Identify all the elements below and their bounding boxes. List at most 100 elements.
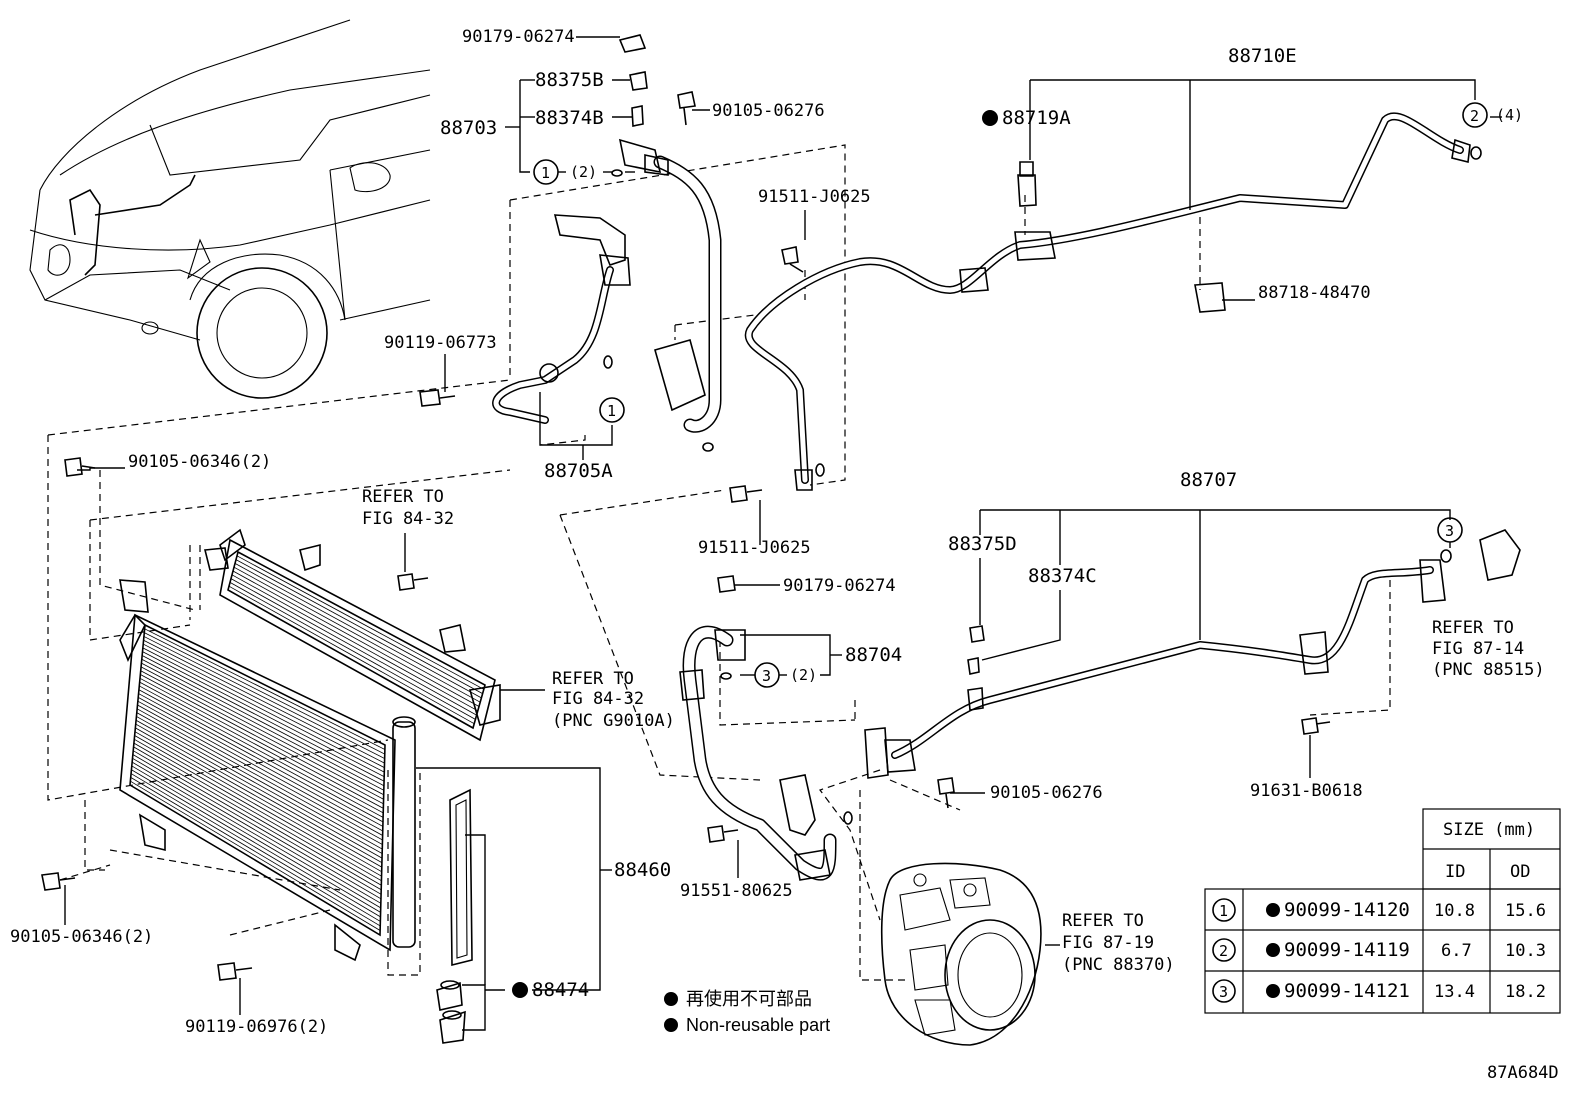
label-91551-80625: 91551-80625 (680, 881, 793, 901)
vehicle-outline-illustration (29, 19, 431, 399)
non-reusable-bullet-icon (1266, 903, 1280, 917)
o-ring-icon (603, 355, 613, 369)
hose-88703 (618, 138, 722, 433)
callout-number-3b: 3 (1445, 522, 1454, 540)
leader-lines (64, 36, 1502, 1031)
refer-pnc-label-3: (PNC 88515) (1432, 660, 1545, 680)
bolt-icon (781, 246, 804, 273)
o-ring-icon (1440, 549, 1452, 563)
label-90105-06276-mid: 90105-06276 (990, 783, 1103, 803)
bolt-icon (967, 657, 980, 675)
fasteners (41, 34, 1482, 981)
tube-88707-liquid (864, 529, 1521, 779)
refer-to-label-3: REFER TO (1432, 618, 1514, 638)
diagram-id: 87A684D (1487, 1063, 1559, 1083)
label-90105-06346-bottom: 90105-06346(2) (10, 927, 153, 947)
callout-number-1a: 1 (541, 164, 550, 182)
label-88374B: 88374B (535, 107, 604, 129)
bolt-icon (729, 485, 763, 503)
refer-to-label-1: REFER TO (362, 487, 444, 507)
table-row-ref: 3 (1219, 983, 1228, 1001)
table-row-id: 6.7 (1441, 941, 1472, 961)
o-ring-icon (720, 672, 732, 680)
label-91511-J0625-top: 91511-J0625 (758, 187, 871, 207)
callout-number-2: 2 (1470, 107, 1479, 125)
side-seal-88474 (436, 788, 473, 1044)
label-88718-48470: 88718-48470 (1258, 283, 1371, 303)
callout-ring-2 (1462, 102, 1488, 128)
table-row-part: 90099-14121 (1284, 980, 1410, 1002)
label-91511-J0625-bottom: 91511-J0625 (698, 538, 811, 558)
label-88703: 88703 (440, 117, 497, 139)
table-row-id: 13.4 (1434, 982, 1475, 1002)
bolt-icon (629, 71, 648, 91)
o-ring-icon (611, 169, 623, 177)
legend-japanese: 再使用不可部品 (686, 989, 812, 1009)
label-90179-06274-mid: 90179-06274 (783, 576, 896, 596)
table-row-od: 15.6 (1505, 901, 1546, 921)
bolt-icon (618, 34, 647, 53)
table-row-od: 18.2 (1505, 982, 1546, 1002)
label-88719A: 88719A (1002, 107, 1071, 129)
label-ring2-qty: (4) (1496, 106, 1523, 124)
table-row-ref: 2 (1219, 942, 1228, 960)
bolt-icon (419, 389, 456, 407)
table-row-ref: 1 (1219, 902, 1228, 920)
label-90179-06274-top: 90179-06274 (462, 27, 575, 47)
callout-ring-1 (1212, 898, 1236, 922)
table-row-id: 10.8 (1434, 901, 1475, 921)
o-ring-icon (1470, 146, 1482, 160)
bolt-icon (64, 457, 96, 477)
refer-fig-label-3: FIG 87-14 (1432, 639, 1524, 659)
table-row-od: 10.3 (1505, 941, 1546, 961)
label-88375B: 88375B (535, 69, 604, 91)
label-90119-06976: 90119-06976(2) (185, 1017, 328, 1037)
refer-to-label-4: REFER TO (1062, 911, 1144, 931)
part-labels: 90179-06274 88375B 88374B 88703 90105-06… (10, 27, 1545, 1037)
bolt-icon (41, 872, 76, 891)
condenser-88460 (119, 579, 416, 962)
table-header-od: OD (1510, 862, 1530, 882)
table-row-part: 90099-14120 (1284, 899, 1410, 921)
legend-english: Non-reusable part (686, 1015, 830, 1035)
o-ring-icon (815, 463, 825, 477)
bolt-icon (631, 105, 644, 127)
label-ring1-qty: (2) (570, 163, 597, 181)
label-88460: 88460 (614, 859, 671, 881)
callout-ring-3 (1212, 979, 1236, 1003)
non-reusable-bullet-icon (982, 110, 998, 126)
non-reusable-bullet-icon (512, 982, 528, 998)
bolt-icon (969, 625, 985, 643)
label-88374C: 88374C (1028, 565, 1097, 587)
callout-ring-2 (1212, 938, 1236, 962)
non-reusable-bullet-icon (664, 1018, 678, 1032)
label-90105-06276-top: 90105-06276 (712, 101, 825, 121)
o-ring-size-table: SIZE (mm) ID OD 1 90099-14120 10.8 15.6 … (1204, 808, 1561, 1014)
refer-pnc-label-2: (PNC G9010A) (552, 711, 675, 731)
label-88710E: 88710E (1228, 45, 1297, 67)
non-reusable-bullet-icon (1266, 943, 1280, 957)
label-88705A: 88705A (544, 460, 613, 482)
bolt-icon (717, 575, 736, 593)
non-reusable-bullet-icon (664, 992, 678, 1006)
label-88474: 88474 (532, 979, 589, 1001)
non-reusable-bullet-icon (1266, 984, 1280, 998)
radiator-fig-84-32 (203, 528, 501, 742)
hose-88704-discharge (679, 625, 837, 881)
refer-to-label-2: REFER TO (552, 669, 634, 689)
refer-fig-label-1: FIG 84-32 (362, 509, 454, 529)
label-88707: 88707 (1180, 469, 1237, 491)
table-header-id: ID (1445, 862, 1465, 882)
callout-number-1b: 1 (607, 402, 616, 420)
bolt-icon (1301, 717, 1331, 735)
tube-88710E-suction (744, 112, 1471, 491)
pipe-88705A (492, 214, 631, 424)
callout-circles: 1 1 2 3 3 (512, 102, 1488, 998)
bolt-icon (217, 962, 253, 981)
table-header-size: SIZE (mm) (1443, 820, 1535, 840)
bolt-icon (937, 777, 955, 809)
compressor-fig-87-19 (880, 862, 1042, 1046)
label-88704: 88704 (845, 644, 902, 666)
